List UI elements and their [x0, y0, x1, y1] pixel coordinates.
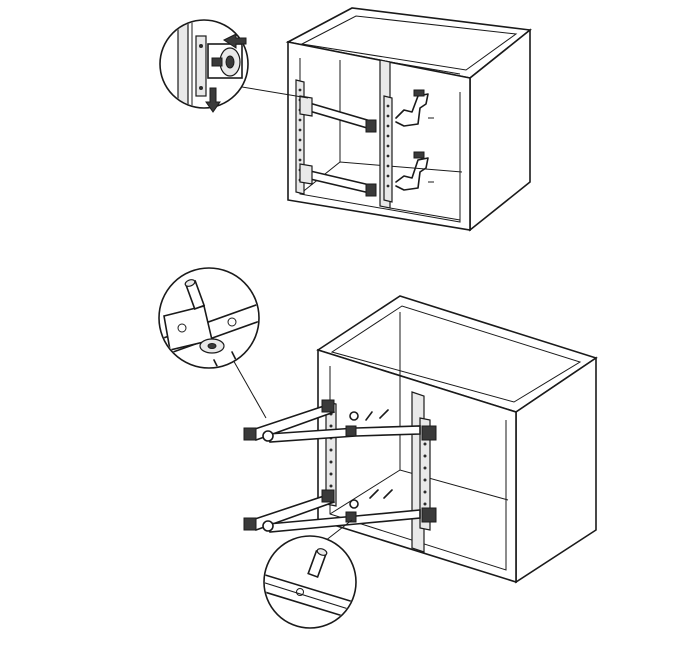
push-arrow-icon	[223, 33, 247, 49]
bottom-lower-detail-callout	[263, 519, 357, 629]
bottom-upper-arm	[243, 399, 421, 443]
bottom-cabinet	[316, 295, 598, 584]
top-right-rail	[383, 95, 393, 203]
top-cabinet-assembly	[159, 7, 532, 232]
screw-icons	[365, 409, 393, 499]
top-cabinet	[285, 7, 532, 232]
top-right-brackets	[395, 89, 434, 191]
down-arrow-icon	[205, 87, 221, 113]
top-detail-callout	[159, 19, 309, 113]
bottom-lower-arm	[243, 489, 421, 533]
top-lower-arm	[299, 163, 377, 197]
top-upper-arm	[299, 95, 377, 133]
bottom-cabinet-assembly	[158, 267, 598, 629]
bottom-upper-detail-callout	[158, 267, 267, 419]
bottom-right-rail	[419, 417, 437, 531]
